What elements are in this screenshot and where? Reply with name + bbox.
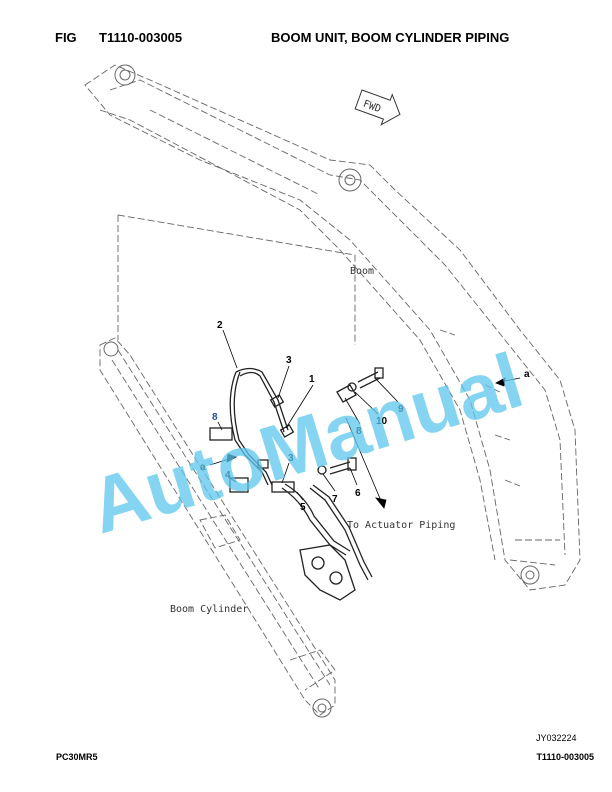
view-mark-a-right: a — [524, 369, 530, 380]
image-code: JY032224 — [536, 733, 577, 743]
callout-1: 1 — [309, 374, 315, 385]
watermark: AutoManual — [80, 336, 533, 551]
callout-8-left: 8 — [212, 412, 218, 423]
callout-3-lower: 3 — [288, 453, 294, 464]
callout-6: 6 — [355, 488, 361, 499]
washer-7 — [317, 465, 327, 475]
callout-10: 10 — [376, 416, 388, 427]
callout-8-right: 8 — [356, 426, 362, 437]
view-mark-a-left: a — [200, 462, 206, 473]
footer-fig-number: T1110-003005 — [536, 752, 594, 762]
callout-3-upper: 3 — [286, 355, 292, 366]
boom-outline — [84, 64, 581, 591]
callout-9: 9 — [398, 404, 404, 415]
boom-cylinder-outline — [99, 337, 336, 716]
clamp-4 — [229, 477, 249, 493]
boom-cylinder-label: Boom Cylinder — [170, 604, 248, 615]
fig-number: T1110-003005 — [99, 30, 183, 45]
callout-2: 2 — [217, 320, 223, 331]
hose-5 — [281, 487, 347, 556]
hose-2 — [229, 371, 269, 486]
washer-10 — [347, 382, 357, 392]
boom-label: Boom — [350, 266, 374, 277]
callout-7: 7 — [332, 494, 338, 505]
model-name: PC30MR5 — [56, 752, 98, 762]
callout-4: 4 — [225, 470, 231, 481]
actuator-piping-note: To Actuator Piping — [347, 520, 455, 531]
fig-label: FIG — [55, 30, 77, 45]
callout-5: 5 — [300, 502, 306, 513]
figure-title: BOOM UNIT, BOOM CYLINDER PIPING — [271, 30, 510, 45]
fwd-arrow-icon: FWD — [354, 89, 401, 126]
valve-block — [299, 544, 356, 601]
bolt-6 — [329, 461, 351, 475]
